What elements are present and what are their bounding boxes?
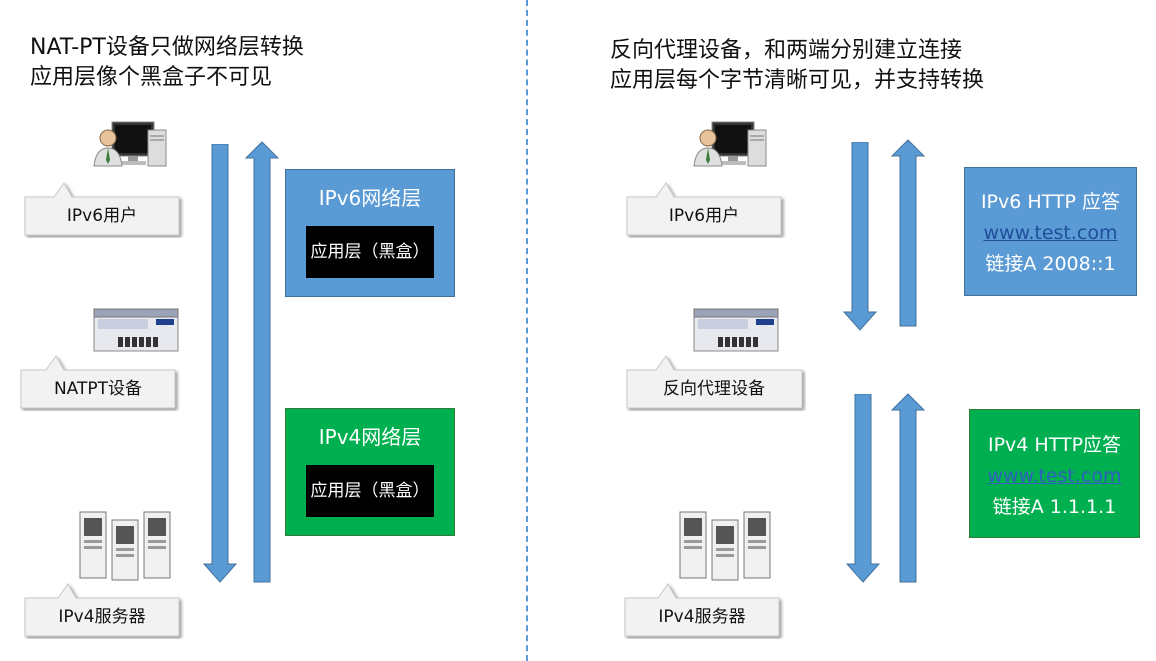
right-ipv6-http-record: 链接A 2008::1 xyxy=(985,253,1116,275)
right-label-ipv6-user-text: IPv6用户 xyxy=(668,206,740,226)
left-ipv4-layer-title: IPv4网络层 xyxy=(318,425,422,449)
right-heading-line1: 反向代理设备，和两端分别建立连接 xyxy=(610,38,963,63)
right-heading: 反向代理设备，和两端分别建立连接 应用层每个字节清晰可见，并支持转换 xyxy=(610,36,984,96)
right-lower-down-arrow xyxy=(845,394,881,583)
center-divider xyxy=(526,0,528,661)
right-ipv4-http-record: 链接A 1.1.1.1 xyxy=(992,496,1117,518)
server-rack-icon xyxy=(679,511,771,581)
left-ipv6-layer-box: IPv6网络层 应用层（黑盒） xyxy=(285,169,455,297)
left-heading-line1: NAT-PT设备只做网络层转换 xyxy=(30,35,304,60)
right-label-device-text: 反向代理设备 xyxy=(663,379,765,399)
right-heading-line2: 应用层每个字节清晰可见，并支持转换 xyxy=(610,68,985,93)
right-label-ipv4-server-text: IPv4服务器 xyxy=(658,607,746,627)
right-label-device: 反向代理设备 xyxy=(626,355,803,409)
right-label-ipv4-server: IPv4服务器 xyxy=(624,583,780,637)
left-down-arrow xyxy=(202,144,238,583)
left-label-ipv4-server-text: IPv4服务器 xyxy=(58,607,146,627)
user-computer-icon xyxy=(93,121,167,167)
right-ipv4-http-title: IPv4 HTTP应答 xyxy=(987,434,1122,456)
left-label-ipv4-server: IPv4服务器 xyxy=(24,583,180,637)
left-heading-line2: 应用层像个黑盒子不可见 xyxy=(30,65,273,90)
right-label-ipv6-user: IPv6用户 xyxy=(626,182,782,236)
left-label-device: NATPT设备 xyxy=(20,355,176,409)
network-appliance-icon xyxy=(693,308,779,352)
left-ipv6-layer-title: IPv6网络层 xyxy=(318,186,422,210)
left-ipv4-layer-box: IPv4网络层 应用层（黑盒） xyxy=(285,408,455,536)
right-ipv6-http-link[interactable]: www.test.com xyxy=(983,222,1118,244)
left-label-ipv6-user: IPv6用户 xyxy=(24,182,180,236)
right-ipv6-http-box: IPv6 HTTP 应答 www.test.com 链接A 2008::1 xyxy=(964,167,1137,296)
left-label-device-text: NATPT设备 xyxy=(53,379,143,399)
left-ipv6-blackbox: 应用层（黑盒） xyxy=(306,226,434,278)
left-label-ipv6-user-text: IPv6用户 xyxy=(66,206,138,226)
left-ipv4-blackbox: 应用层（黑盒） xyxy=(306,465,434,517)
right-ipv4-http-box: IPv4 HTTP应答 www.test.com 链接A 1.1.1.1 xyxy=(969,409,1140,538)
right-ipv6-http-title: IPv6 HTTP 应答 xyxy=(980,191,1121,213)
right-upper-down-arrow xyxy=(842,142,878,331)
right-ipv4-http-link[interactable]: www.test.com xyxy=(987,465,1122,487)
right-upper-up-arrow xyxy=(890,139,926,327)
left-heading: NAT-PT设备只做网络层转换 应用层像个黑盒子不可见 xyxy=(30,33,304,93)
server-rack-icon xyxy=(79,511,171,581)
network-appliance-icon xyxy=(93,308,179,352)
right-lower-up-arrow xyxy=(890,393,926,583)
left-up-arrow xyxy=(244,141,280,583)
user-computer-icon xyxy=(693,121,767,167)
